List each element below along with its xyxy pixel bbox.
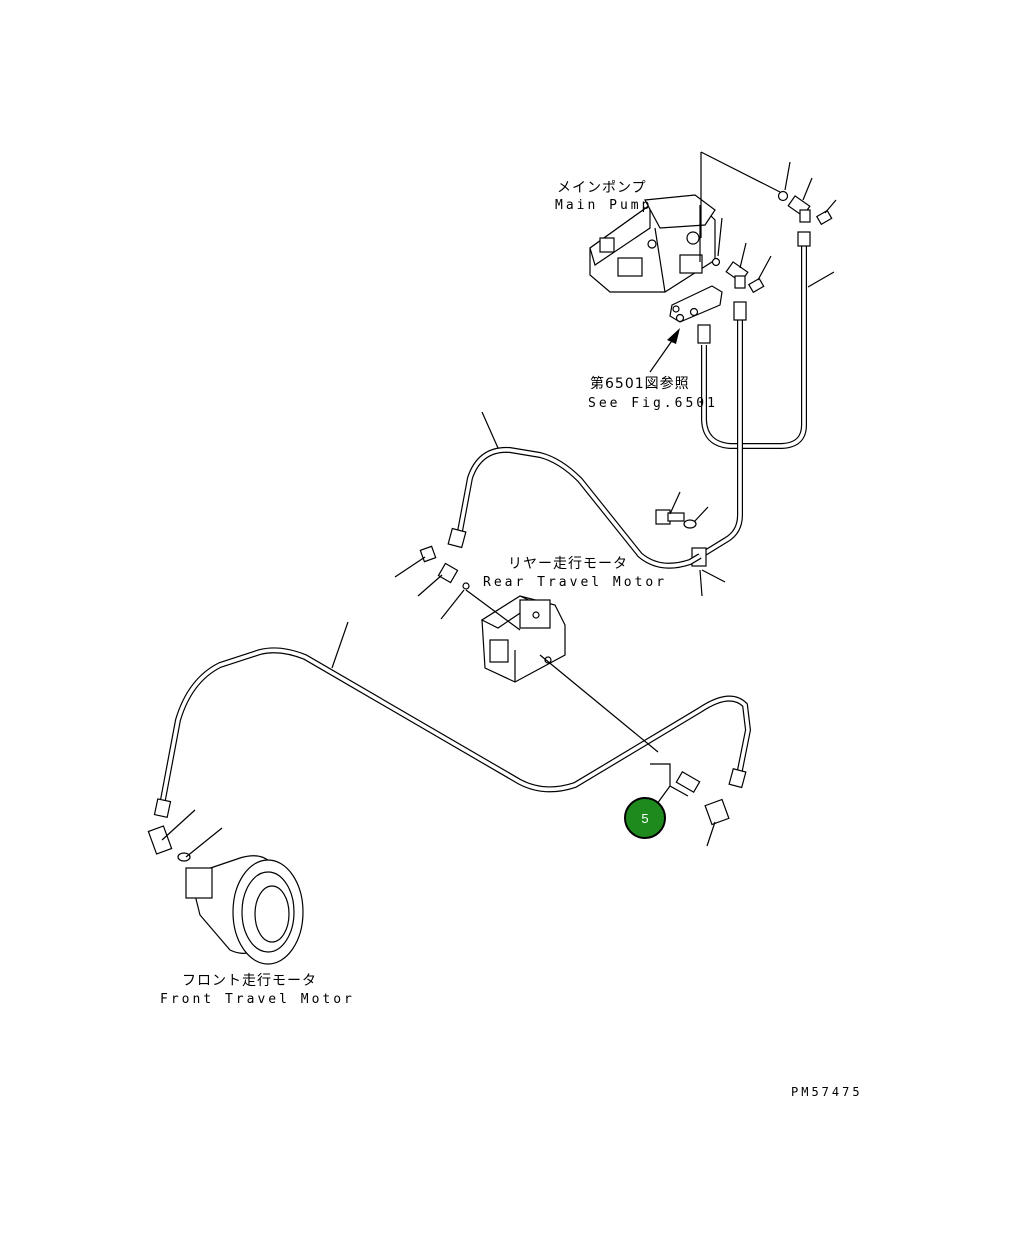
front-travel-motor: [147, 809, 304, 965]
main-pump-label-jp: メインポンプ: [557, 180, 647, 196]
rear-motor-label-en: Rear Travel Motor: [483, 575, 668, 590]
lower-fittings: [539, 654, 730, 847]
leader-lines-pump: [700, 151, 837, 288]
pump-hoses: [697, 231, 811, 559]
front-motor-label-jp: フロント走行モータ: [182, 973, 317, 989]
see-fig-label-jp: 第6501図参照: [590, 376, 690, 392]
main-pump-label-en: Main Pump: [555, 198, 653, 213]
front-motor-label-en: Front Travel Motor: [160, 992, 355, 1007]
reference-arrow: [649, 328, 680, 373]
drawing-number: PM57475: [791, 1085, 863, 1099]
pump-manifold-block: [669, 285, 723, 323]
main-pump: [589, 194, 716, 293]
rear-travel-motor: [480, 595, 566, 683]
see-fig-label-en: See Fig.6501: [588, 396, 718, 411]
front-pipe: [153, 621, 752, 818]
rear-motor-label-jp: リヤー走行モータ: [508, 556, 628, 572]
rear-motor-fittings: [394, 545, 521, 631]
part-callout-5[interactable]: 5: [624, 797, 666, 839]
pump-fittings: [711, 190, 833, 294]
rear-pipe: [447, 411, 702, 569]
